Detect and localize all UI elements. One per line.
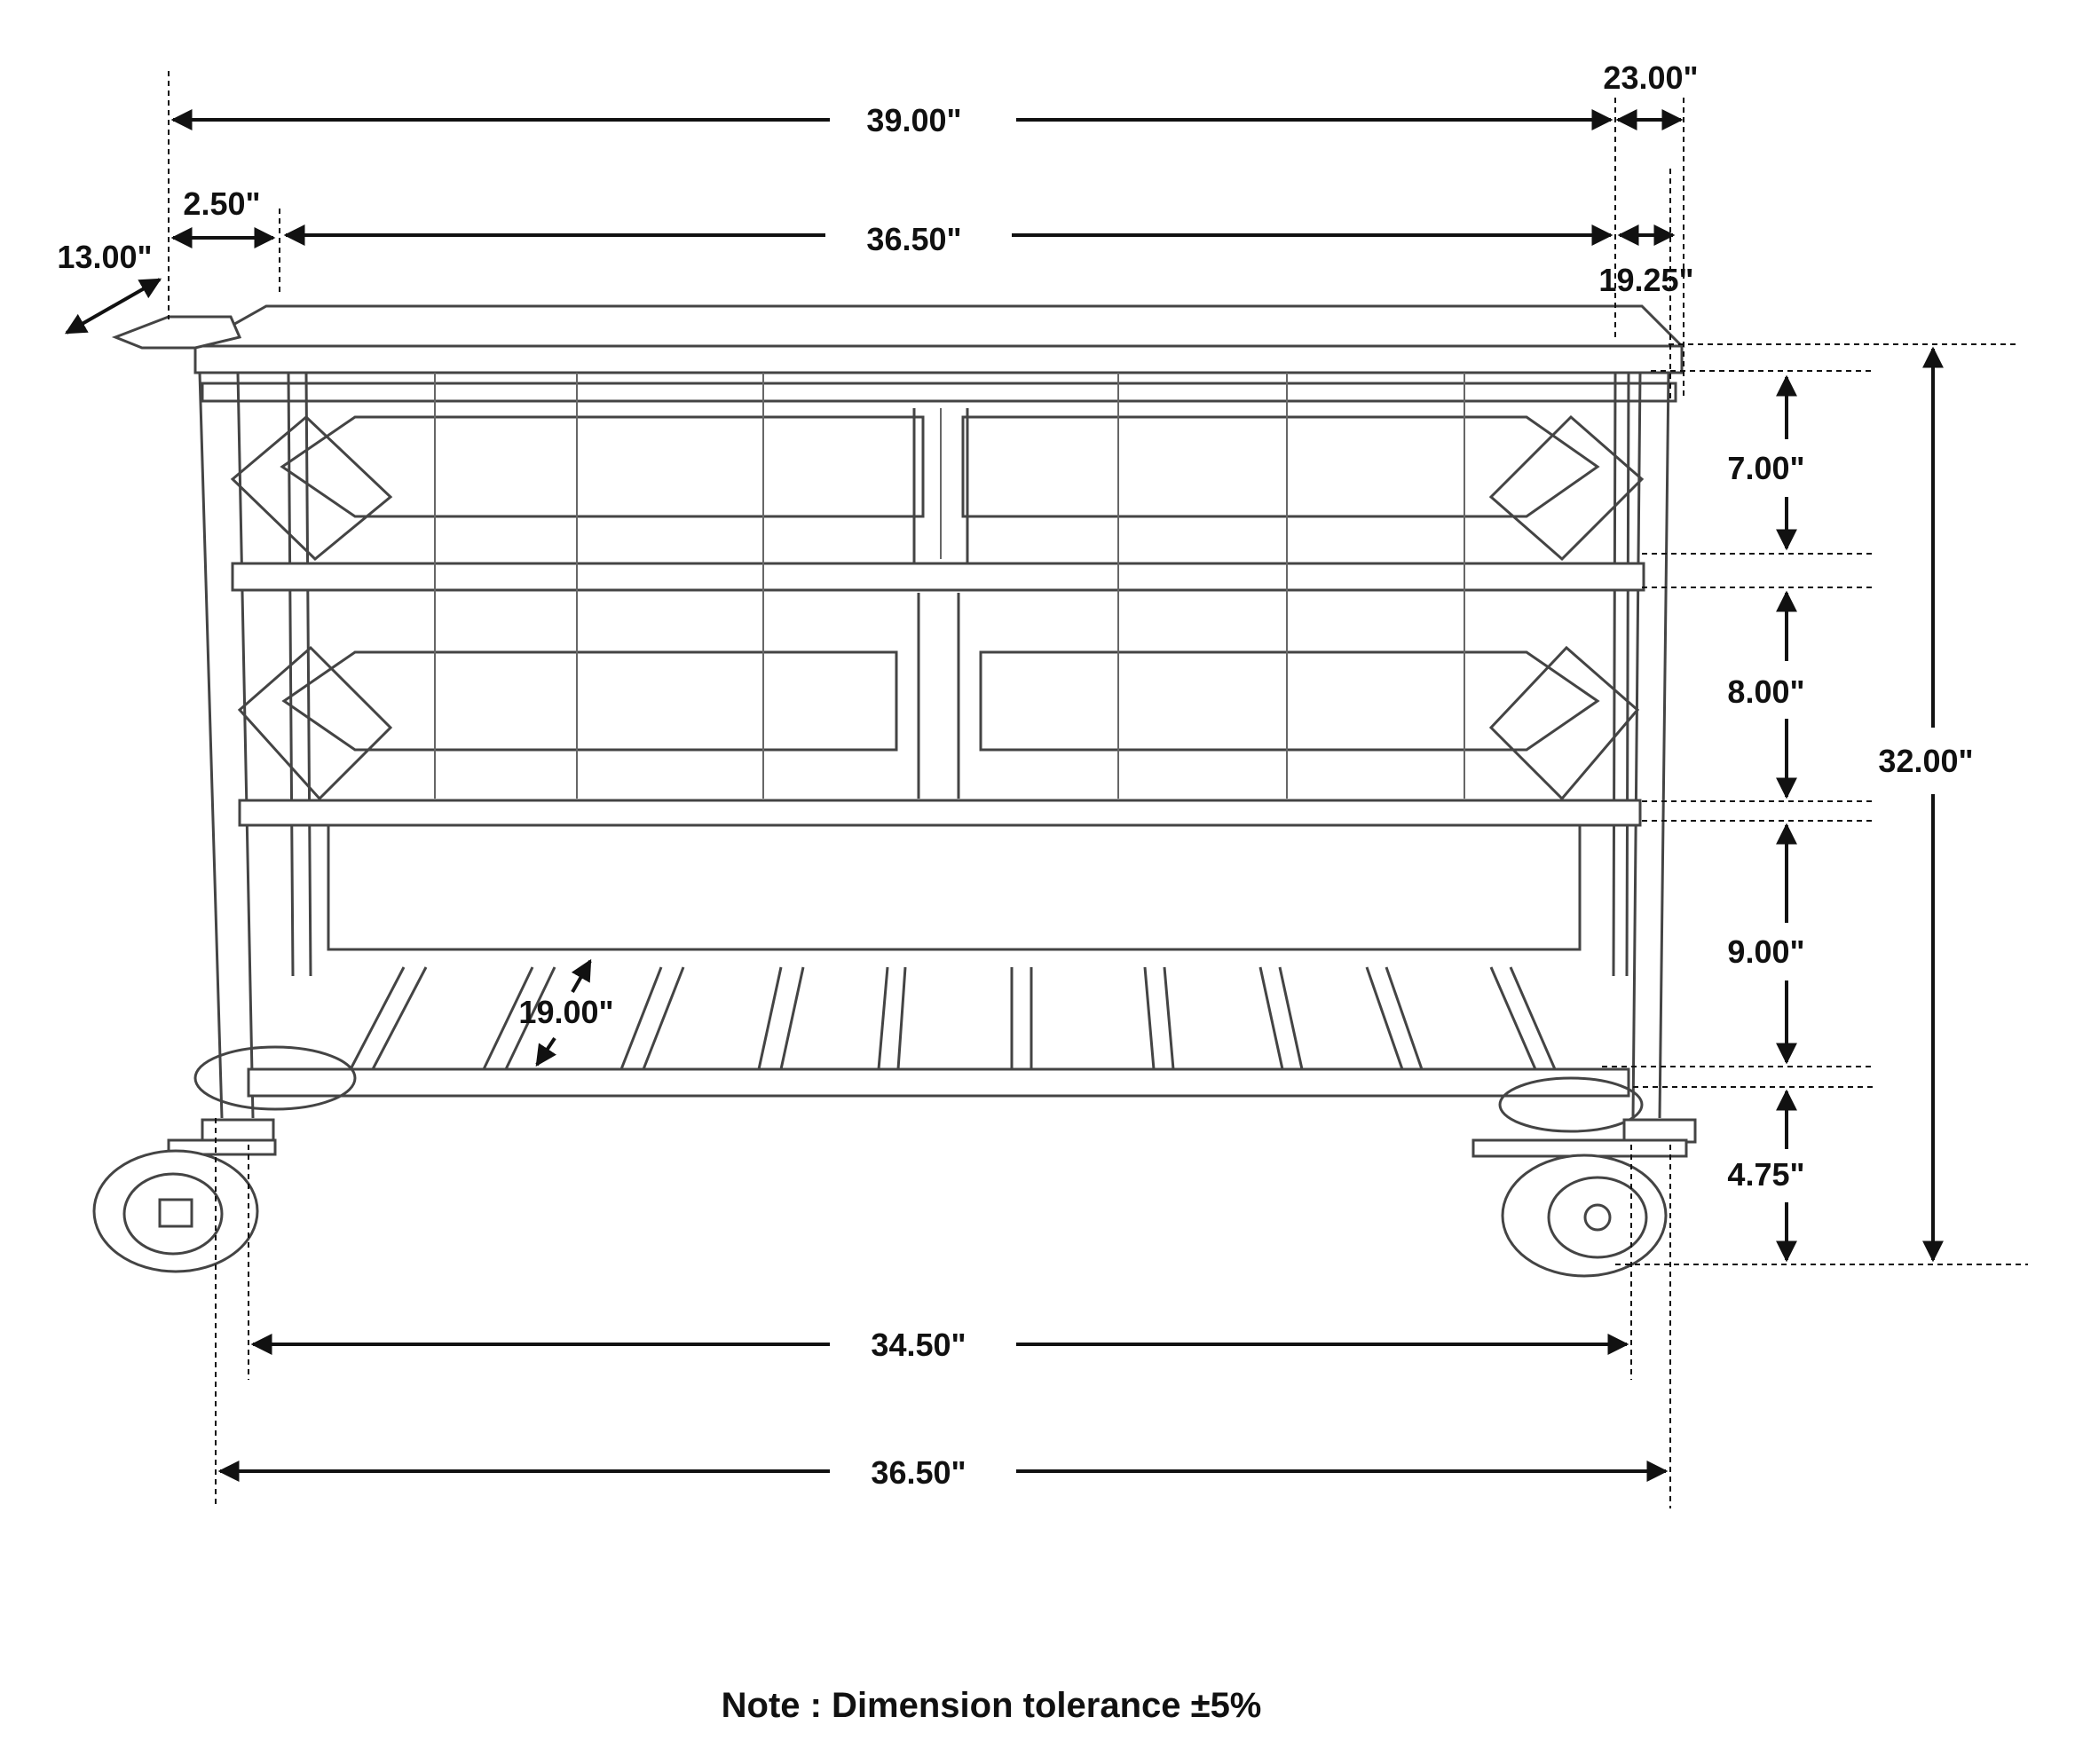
dim-drawer-bottom-height: 9.00" [1727,933,1804,970]
extension-lines [168,71,2028,1508]
bottom-shelf-frame [247,1067,1630,1098]
dim-top-depth: 23.00" [1603,59,1698,96]
back-slats [434,373,1465,799]
dim-drawer-mid-height: 8.00" [1727,673,1804,710]
shelf-slats [349,966,1557,1070]
left-front-leg [198,372,255,1119]
right-back-leg [1612,372,1630,977]
caster-wheel-icon [193,1045,357,1111]
drawer-middle [281,593,1600,799]
caster-wheel-icon [1471,1118,1697,1278]
dim-inner-depth: 19.25" [1598,262,1693,298]
left-side-brace [230,414,393,801]
dim-handle-projection: 2.50" [183,185,260,222]
right-front-leg [1631,372,1670,1119]
top-trim [201,382,1677,403]
right-side-brace [1488,414,1645,801]
drawer-top [280,408,1600,563]
dim-shelf-depth: 19.00" [518,994,613,1030]
tolerance-note: Note : Dimension tolerance ±5% [722,1686,1262,1725]
dim-top-width: 39.00" [866,102,961,138]
dim-caster-height: 4.75" [1727,1156,1804,1193]
rail-2 [238,799,1642,827]
arrow-icon [64,109,1944,1482]
rail-1 [231,562,1645,592]
dim-drawer-top-height: 7.00" [1727,450,1804,486]
dim-base-width: 36.50" [871,1454,966,1491]
cart-top [190,304,1685,348]
dim-inner-width: 36.50" [866,221,961,257]
dim-total-height: 32.00" [1878,743,1973,779]
drawer-bottom-bin [327,823,1582,951]
caster-wheel-icon [1498,1076,1644,1133]
left-back-leg [287,372,312,977]
dim-handle-length: 13.00" [57,239,152,275]
dim-leg-span: 34.50" [871,1327,966,1363]
cart-drawing [92,304,1697,1278]
cart-top-front [193,344,1684,374]
